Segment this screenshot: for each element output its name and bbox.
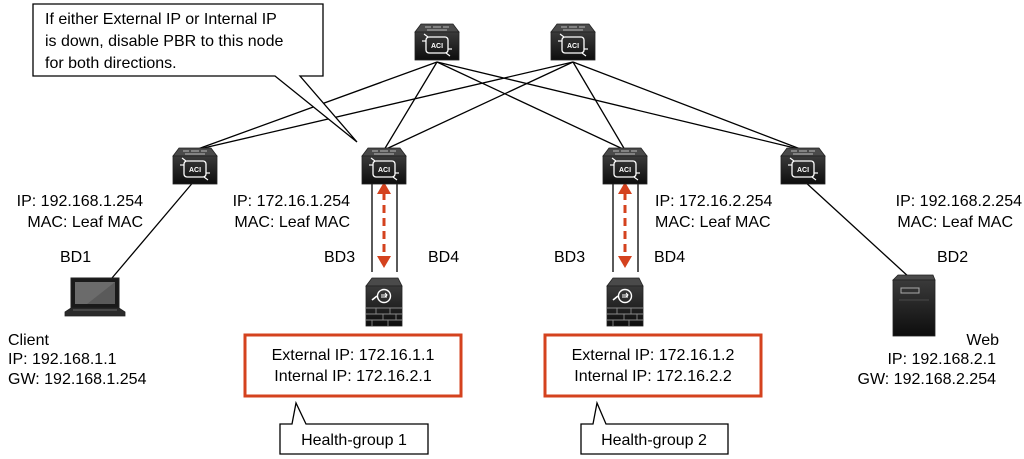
node1-internal-ip: Internal IP: 172.16.2.1 xyxy=(274,368,432,385)
node2-external-ip: External IP: 172.16.1.2 xyxy=(572,347,735,364)
link-leaf1-client xyxy=(111,179,196,279)
node2-ip-box: External IP: 172.16.1.2 Internal IP: 172… xyxy=(543,333,763,398)
leaf-switch-2: ACI xyxy=(361,147,407,185)
leaf-switch-3: ACI xyxy=(602,147,648,185)
client-ip: IP: 192.168.1.1 xyxy=(8,351,117,368)
health-group-1-callout: Health-group 1 xyxy=(279,400,429,455)
leaf1-ip-label: IP: 192.168.1.254 xyxy=(17,193,143,210)
link-spine2-leaf4 xyxy=(572,61,804,151)
leaf4-mac-label: MAC: Leaf MAC xyxy=(897,214,1013,231)
leaf4-ip-label: IP: 192.168.2.254 xyxy=(896,193,1022,210)
leaf3-mac-label: MAC: Leaf MAC xyxy=(655,214,771,231)
pbr-arrow-node1 xyxy=(377,182,391,268)
server-icon xyxy=(892,274,936,337)
link-spine2-leaf1 xyxy=(194,61,574,151)
link-spine1-leaf4 xyxy=(436,61,804,151)
node2-internal-ip: Internal IP: 172.16.2.2 xyxy=(574,368,732,385)
web-gw: GW: 192.168.2.254 xyxy=(858,371,997,388)
leaf4-bd-label: BD2 xyxy=(937,249,968,266)
node1-ip-box: External IP: 172.16.1.1 Internal IP: 172… xyxy=(243,333,463,398)
callout-line-3: for both directions. xyxy=(45,55,177,72)
callout-note: If either External IP or Internal IP is … xyxy=(32,3,358,143)
aci-badge: ACI xyxy=(619,167,631,174)
pbr-arrow-node2 xyxy=(618,182,632,268)
health-group-2-label: Health-group 2 xyxy=(601,432,707,449)
leaf3-bd4-label: BD4 xyxy=(654,249,685,266)
laptop-icon xyxy=(64,277,126,317)
leaf1-bd-label: BD1 xyxy=(60,249,91,266)
spine-switch-1: ACI xyxy=(414,23,460,61)
leaf2-bd3-label: BD3 xyxy=(324,249,355,266)
callout-line-2: is down, disable PBR to this node xyxy=(45,33,283,50)
leaf2-bd4-label: BD4 xyxy=(428,249,459,266)
leaf-switch-4: ACI xyxy=(780,147,826,185)
web-ip: IP: 192.168.2.1 xyxy=(887,351,996,368)
link-spine1-leaf3 xyxy=(436,61,626,151)
client-gw: GW: 192.168.1.254 xyxy=(8,371,147,388)
web-name: Web xyxy=(966,332,999,349)
callout-line-1: If either External IP or Internal IP xyxy=(45,11,277,28)
link-spine2-leaf2 xyxy=(383,61,574,151)
client-name: Client xyxy=(8,332,49,349)
spine-switch-2: ACI xyxy=(550,23,596,61)
aci-badge: ACI xyxy=(378,167,390,174)
link-spine2-leaf3 xyxy=(572,61,626,151)
link-leaf4-web xyxy=(802,179,911,279)
leaf1-mac-label: MAC: Leaf MAC xyxy=(27,214,143,231)
fabric-links xyxy=(111,61,911,279)
health-group-2-callout: Health-group 2 xyxy=(580,400,729,455)
leaf3-ip-label: IP: 172.16.2.254 xyxy=(655,193,773,210)
health-group-1-label: Health-group 1 xyxy=(301,432,407,449)
link-spine1-leaf2 xyxy=(383,61,438,151)
node1-external-ip: External IP: 172.16.1.1 xyxy=(272,347,435,364)
leaf3-bd3-label: BD3 xyxy=(554,249,585,266)
leaf-switch-1: ACI xyxy=(172,147,218,185)
aci-badge: ACI xyxy=(189,167,201,174)
firewall-icon-node1 xyxy=(365,277,403,327)
firewall-icon-node2 xyxy=(606,277,644,327)
aci-badge: ACI xyxy=(797,167,809,174)
leaf2-mac-label: MAC: Leaf MAC xyxy=(234,214,350,231)
aci-badge: ACI xyxy=(431,43,443,50)
aci-badge: ACI xyxy=(567,43,579,50)
leaf2-ip-label: IP: 172.16.1.254 xyxy=(233,193,351,210)
